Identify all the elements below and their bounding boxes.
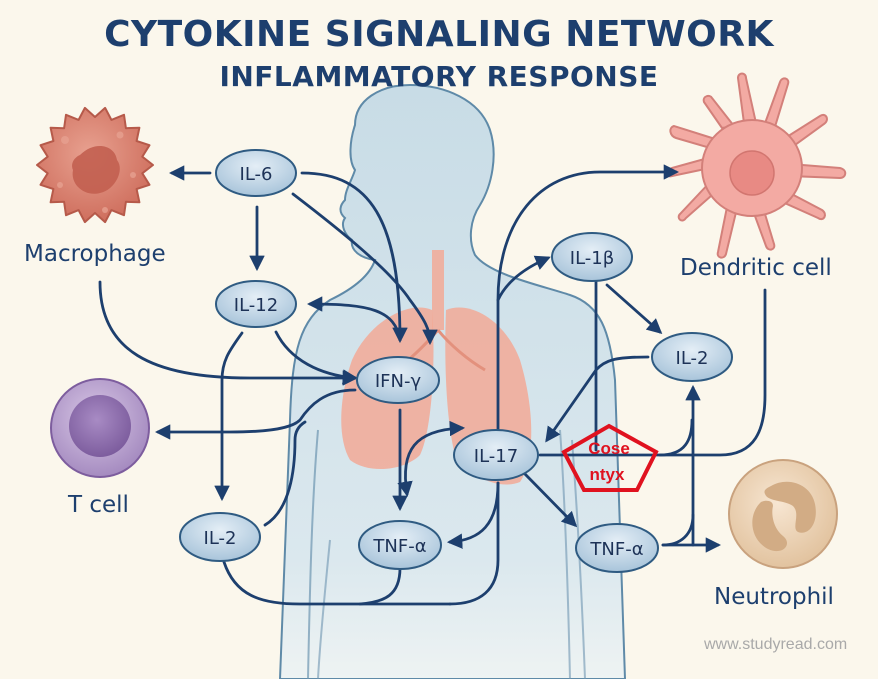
node-tnfa-right[interactable]: TNF-α [575, 523, 659, 573]
dendritic-cell-label: Dendritic cell [680, 255, 832, 281]
neutrophil-cell [728, 459, 838, 569]
annotation-line2: ntyx [590, 465, 626, 484]
loop-tnfa-bottom [358, 566, 402, 606]
dendritic-cell [666, 72, 847, 259]
node-ifng-label: IFN-γ [375, 371, 422, 392]
page-subtitle: INFLAMMATORY RESPONSE [219, 60, 659, 93]
neutrophil-label: Neutrophil [714, 584, 834, 610]
page-title: CYTOKINE SIGNALING NETWORK [104, 14, 774, 55]
t-cell [50, 378, 150, 478]
node-tnfa-right-label: TNF-α [589, 539, 643, 560]
annotation-line1: Cose [588, 439, 630, 458]
arrow-il17-to-tnfa-right [522, 471, 578, 528]
signaling-arrows [98, 164, 767, 606]
node-il6-label: IL-6 [240, 164, 273, 185]
arrow-il2-to-il17 [545, 355, 650, 443]
arrow-ifng-to-il12 [306, 296, 402, 342]
node-il17[interactable]: IL-17 [453, 429, 539, 481]
line-tnfa-right-curve [661, 513, 695, 547]
node-il1b[interactable]: IL-1β [551, 232, 633, 282]
arrow-il6-to-ifng-2 [291, 192, 438, 346]
line-il17-right [538, 288, 767, 457]
node-il6[interactable]: IL-6 [215, 149, 297, 197]
arrow-il1b-to-il2 [605, 283, 663, 335]
arrow-il17-to-il1b [496, 255, 551, 302]
node-il12-label: IL-12 [234, 295, 278, 316]
node-il2-left-label: IL-2 [204, 528, 237, 549]
loop-il17-bottom [448, 481, 500, 606]
arrow-il6-to-ifng-1 [300, 171, 408, 344]
node-il2-left[interactable]: IL-2 [179, 512, 261, 562]
macrophage-cell [36, 106, 154, 224]
node-ifng[interactable]: IFN-γ [356, 356, 440, 404]
t-cell-label: T cell [68, 492, 129, 518]
node-il12[interactable]: IL-12 [215, 280, 297, 328]
arrow-il2-to-tcell [263, 420, 307, 527]
watermark: www.studyread.com [704, 636, 848, 653]
node-il1b-label: IL-1β [570, 248, 614, 269]
node-tnfa-center[interactable]: TNF-α [358, 520, 442, 570]
arrow-macrophage-to-ifng [98, 280, 359, 386]
arrow-il17-to-dendritic [496, 164, 680, 440]
arrow-il12-to-il2 [214, 331, 244, 502]
cosentyx-annotation: Cose ntyx [561, 423, 659, 492]
node-il2-right-label: IL-2 [676, 348, 709, 369]
macrophage-label: Macrophage [24, 241, 166, 267]
arrow-tnfa-to-il17 [397, 420, 466, 498]
arrow-branch-to-il2 [658, 418, 694, 457]
node-il2-right[interactable]: IL-2 [651, 332, 733, 382]
loop-il2-bottom [222, 560, 452, 606]
pentagon-outline [561, 423, 659, 492]
arrow-ifng-to-tcell [154, 388, 357, 440]
node-tnfa-center-label: TNF-α [372, 536, 426, 557]
node-il17-label: IL-17 [474, 446, 518, 467]
